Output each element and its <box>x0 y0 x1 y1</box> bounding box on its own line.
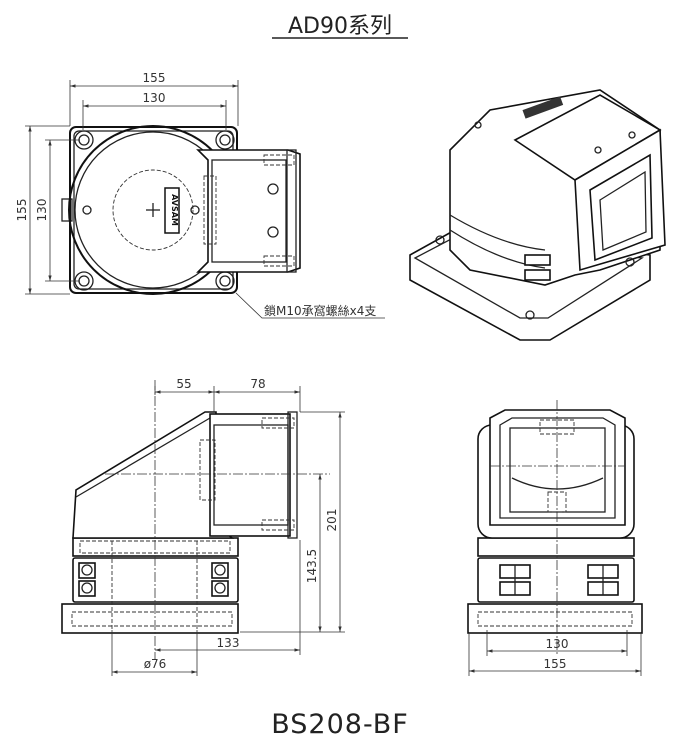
isometric-view <box>409 89 666 341</box>
dimensions-top: 155 130 155 130 <box>15 71 239 295</box>
side-view: 55 78 201 143.5 133 ø76 <box>61 377 345 676</box>
connectors-side <box>78 562 229 597</box>
svg-text:鎖M10承窩螺絲x4支: 鎖M10承窩螺絲x4支 <box>264 303 376 318</box>
bolt-callout: 鎖M10承窩螺絲x4支 <box>235 292 385 319</box>
svg-text:78: 78 <box>250 377 265 391</box>
svg-text:130: 130 <box>546 637 569 651</box>
top-view: AVSAM 155 130 155 130 <box>15 71 385 319</box>
svg-text:AVSAM: AVSAM <box>170 194 179 226</box>
svg-text:155: 155 <box>544 657 567 671</box>
logo-plate: AVSAM <box>164 187 180 234</box>
front-view: 130 155 <box>467 400 643 676</box>
svg-text:155: 155 <box>143 71 166 85</box>
dimensions-side: 55 78 201 143.5 133 ø76 <box>111 377 345 676</box>
svg-text:130: 130 <box>143 91 166 105</box>
svg-text:155: 155 <box>15 199 29 222</box>
svg-text:55: 55 <box>176 377 191 391</box>
svg-text:ø76: ø76 <box>144 657 167 671</box>
svg-text:133: 133 <box>217 636 240 650</box>
svg-text:143.5: 143.5 <box>305 549 319 583</box>
svg-text:201: 201 <box>325 509 339 532</box>
connectors-front <box>499 564 619 596</box>
title-text: AD90系列 <box>288 14 392 39</box>
drawing-title: AD90系列 <box>272 14 408 39</box>
dimensions-front: 130 155 <box>468 630 642 676</box>
svg-text:130: 130 <box>35 199 49 222</box>
model-number: BS208-BF <box>271 709 409 740</box>
